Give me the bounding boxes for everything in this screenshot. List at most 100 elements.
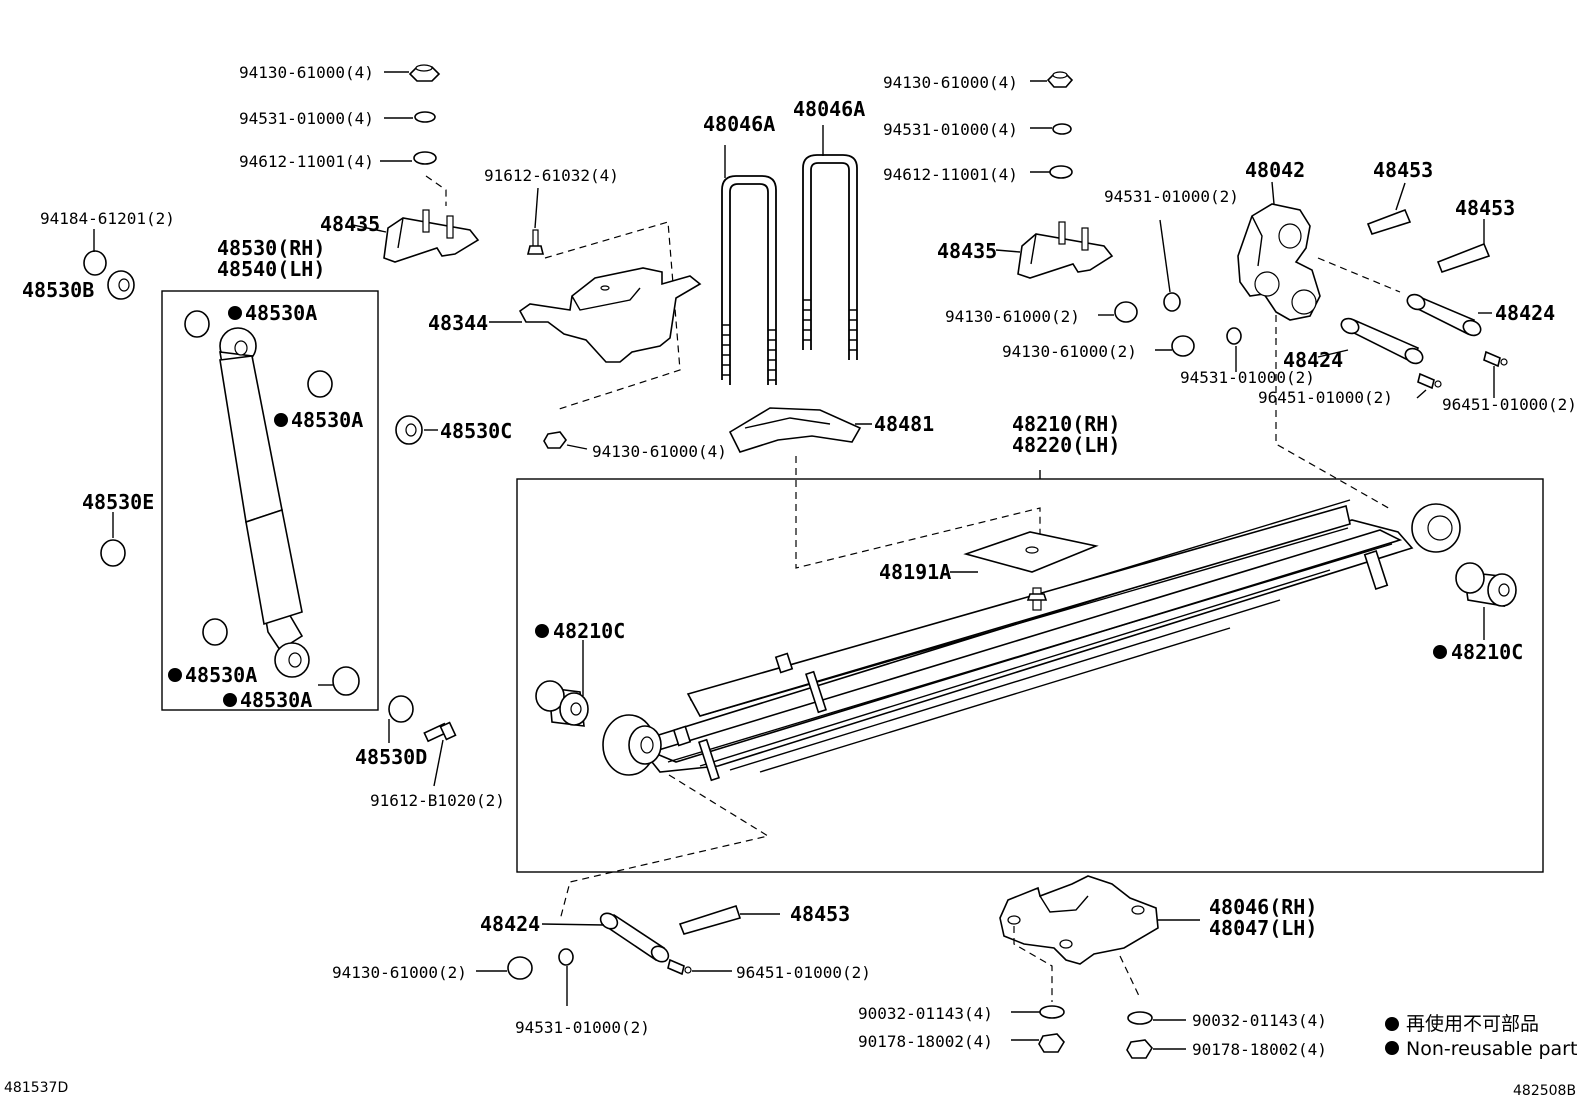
part-label-l7: 48540(LH)	[217, 257, 325, 281]
part-label-l39: 48220(LH)	[1012, 433, 1120, 457]
leaf-spring-part	[602, 499, 1461, 782]
pad-part	[963, 531, 1099, 573]
nut-part	[507, 956, 533, 980]
part-label-l16: 91612-B1020(2)	[370, 791, 505, 810]
part-label-l8: 48530B	[22, 278, 94, 302]
part-label-l26: 48435	[937, 239, 997, 263]
pin-part	[1406, 293, 1482, 337]
part-label-l15: 48530D	[355, 745, 427, 769]
part-label-l2: 94531-01000(4)	[239, 109, 374, 128]
washer-part	[1039, 1005, 1065, 1019]
u-bolt-part	[802, 125, 858, 360]
part-label-l38: 48210(RH)	[1012, 412, 1120, 436]
bushing-part	[535, 680, 589, 727]
washer-part	[414, 111, 436, 123]
grease-fitting-part	[667, 958, 692, 976]
part-label-l20: 48046A	[703, 112, 775, 136]
part-label-l32: 48453	[1455, 196, 1515, 220]
washer-part	[1163, 292, 1181, 312]
part-label-l25: 94612-11001(4)	[883, 165, 1018, 184]
leaf-spring-frame	[516, 478, 1544, 873]
grease-fitting-part	[1417, 372, 1442, 390]
non-reusable-mark	[168, 668, 182, 682]
part-label-l19: 94130-61000(4)	[592, 442, 727, 461]
legend-english: Non-reusable part	[1406, 1038, 1577, 1060]
non-reusable-mark	[535, 624, 549, 638]
part-label-l47: 94531-01000(2)	[515, 1018, 650, 1037]
part-label-l44: 48453	[790, 902, 850, 926]
bracket-part	[1017, 221, 1114, 279]
part-label-l23: 94130-61000(4)	[883, 73, 1018, 92]
part-label-l27: 94531-01000(2)	[1104, 187, 1239, 206]
part-label-l50: 90032-01143(4)	[858, 1004, 993, 1023]
part-label-l11: 48530E	[82, 490, 154, 514]
nut-part	[1046, 71, 1074, 88]
part-label-l21: 48046A	[793, 97, 865, 121]
shock-absorber-frame	[161, 290, 379, 711]
part-label-l3: 94612-11001(4)	[239, 152, 374, 171]
non-reusable-mark	[274, 413, 288, 427]
bushing-part	[202, 618, 228, 646]
part-label-l4: 94184-61201(2)	[40, 209, 175, 228]
shackle-part	[1237, 203, 1321, 321]
part-label-l29: 94130-61000(2)	[1002, 342, 1137, 361]
legend-bullet	[1385, 1017, 1399, 1031]
part-label-l12: 48530A	[185, 663, 257, 687]
pin-part	[599, 912, 670, 963]
bushing-part	[83, 250, 107, 276]
part-label-l18: 48344	[428, 311, 488, 335]
bushing-part	[1455, 562, 1517, 607]
part-label-l22: 48481	[874, 412, 934, 436]
plate-part	[518, 267, 702, 363]
bolt-part	[423, 721, 457, 743]
bushing-part	[307, 370, 333, 398]
washer-part	[1226, 327, 1242, 345]
part-label-l10: 48530A	[291, 408, 363, 432]
part-label-l34: 48424	[1283, 348, 1343, 372]
nut-part	[1038, 1033, 1065, 1053]
part-label-l36: 96451-01000(2)	[1258, 388, 1393, 407]
nut-part	[1114, 301, 1138, 323]
bolt-part	[678, 904, 742, 935]
part-label-l5: 48435	[320, 212, 380, 236]
nut-part	[543, 431, 567, 449]
part-label-l13: 48530A	[240, 688, 312, 712]
bracket-part	[383, 209, 480, 263]
part-label-l49: 48047(LH)	[1209, 916, 1317, 940]
washer-part	[388, 695, 414, 723]
nut-part	[1126, 1039, 1153, 1059]
nut-part	[408, 64, 441, 82]
part-label-l17: 91612-61032(4)	[484, 166, 619, 185]
part-label-l43: 48424	[480, 912, 540, 936]
part-label-l6: 48530(RH)	[217, 236, 325, 260]
part-label-l45: 94130-61000(2)	[332, 963, 467, 982]
spacer-part	[413, 151, 437, 165]
grease-fitting-part	[1483, 350, 1508, 368]
legend-bullet	[1385, 1041, 1399, 1055]
part-label-l37: 96451-01000(2)	[1442, 395, 1577, 414]
part-label-l30: 48042	[1245, 158, 1305, 182]
non-reusable-mark	[223, 693, 237, 707]
shock-absorber-part	[184, 310, 310, 678]
part-label-l52: 90032-01143(4)	[1192, 1011, 1327, 1030]
part-label-l24: 94531-01000(4)	[883, 120, 1018, 139]
bushing-part	[332, 666, 360, 696]
u-bolt-part	[721, 145, 777, 385]
legend-japanese: 再使用不可部品	[1406, 1013, 1539, 1035]
diagram-ref-right: 482508B	[1513, 1083, 1576, 1099]
pin-part	[1340, 317, 1424, 365]
spring-seat-part	[728, 407, 862, 453]
bolt-part	[526, 229, 545, 255]
washer-part	[1052, 123, 1072, 135]
part-label-l31: 48453	[1373, 158, 1433, 182]
bushing-part	[100, 539, 126, 567]
non-reusable-mark	[228, 306, 242, 320]
part-label-l42: 48210C	[1451, 640, 1523, 664]
diagram-ref-left: 481537D	[4, 1080, 68, 1096]
part-label-l51: 90178-18002(4)	[858, 1032, 993, 1051]
spring-seat-part	[999, 875, 1159, 965]
part-label-l1: 94130-61000(4)	[239, 63, 374, 82]
part-label-l40: 48191A	[879, 560, 951, 584]
part-label-l28: 94130-61000(2)	[945, 307, 1080, 326]
